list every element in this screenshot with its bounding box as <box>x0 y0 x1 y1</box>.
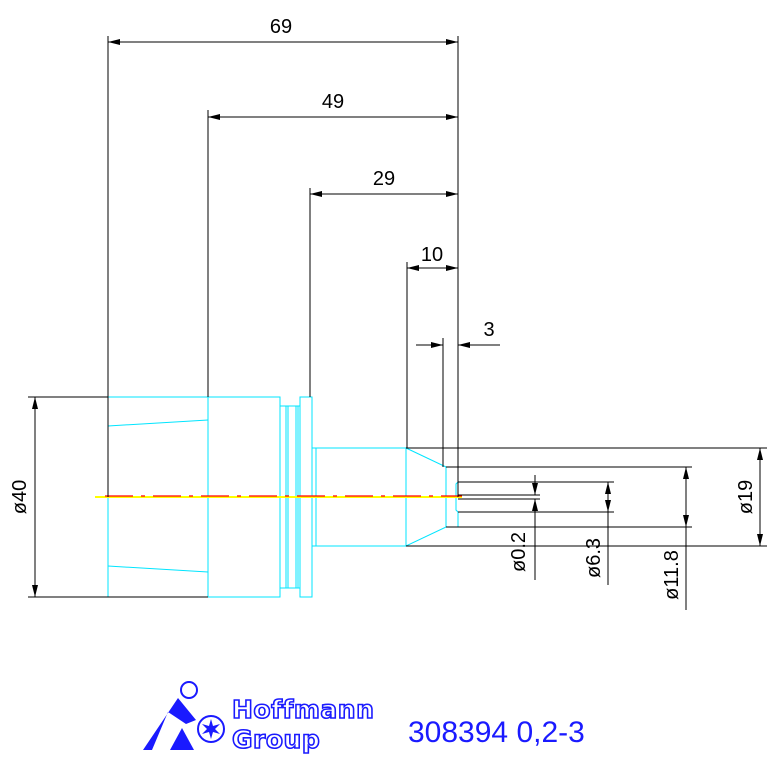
dim-49-label: 49 <box>322 91 344 113</box>
dim-dia02-label: ø0.2 <box>508 532 530 572</box>
dim-dia40-label: ø40 <box>9 480 31 514</box>
star-burst-icon <box>197 715 225 743</box>
centerline <box>95 495 462 498</box>
dim-dia118-label: ø11.8 <box>661 550 683 600</box>
hoffmann-logo: Hoffmann Group <box>143 681 375 755</box>
logo-word-hoffmann: Hoffmann <box>232 695 374 724</box>
part-number: 308394 0,2-3 <box>408 716 585 749</box>
length-dimensions <box>107 36 500 497</box>
dim-3-label: 3 <box>483 319 494 341</box>
logo-word-group: Group <box>232 725 320 754</box>
dim-69-label: 69 <box>270 16 292 38</box>
diameter-dimensions <box>28 396 767 610</box>
dim-10-label: 10 <box>421 244 443 266</box>
dim-29-label: 29 <box>373 168 395 190</box>
dim-dia19-label: ø19 <box>735 480 757 514</box>
dim-dia63-label: ø6.3 <box>583 538 605 578</box>
dimension-labels: 69 49 29 10 3 ø40 ø19 ø0.2 ø6.3 ø11.8 <box>9 16 757 600</box>
